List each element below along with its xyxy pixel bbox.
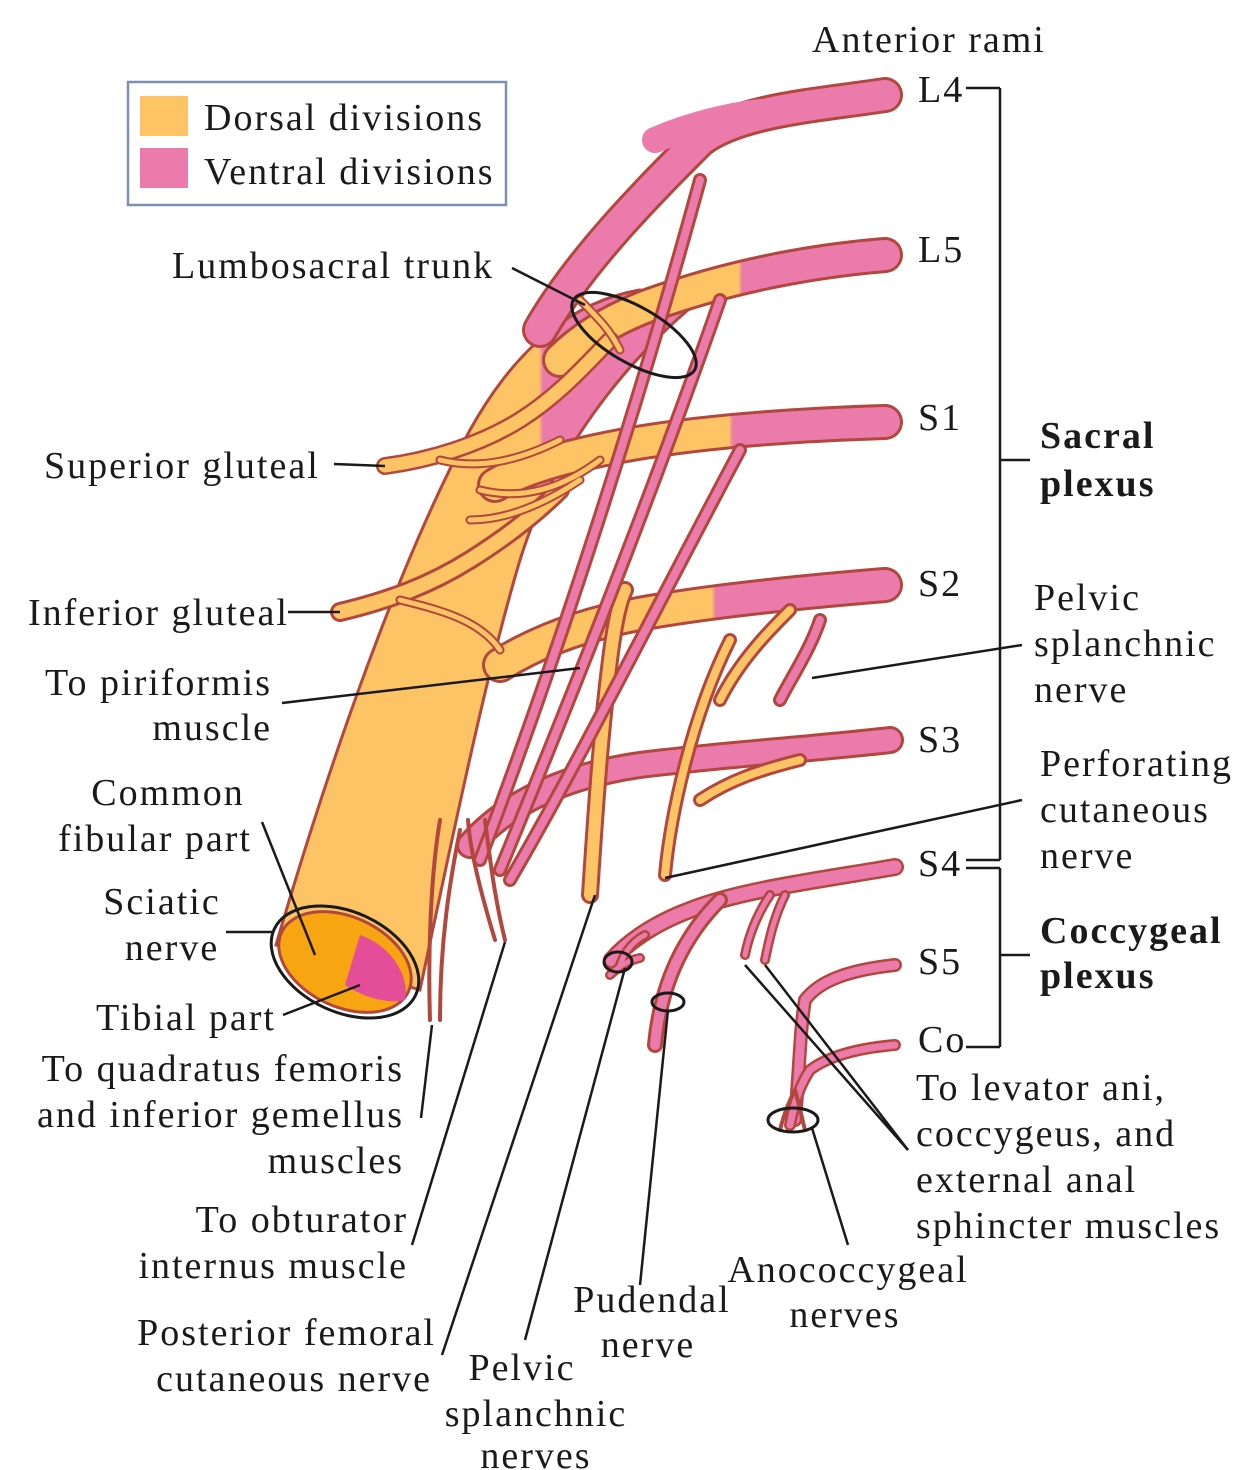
label-common-fibular: fibular part: [58, 818, 252, 860]
label-levator: coccygeus, and: [916, 1113, 1176, 1155]
label-levator: To levator ani,: [916, 1067, 1166, 1109]
group-label-coccygeal: Coccygeal: [1040, 910, 1223, 952]
label-pelvic-splanchnic-nerve: Pelvic: [1034, 577, 1141, 619]
label-pelvic-splanchnic-nerve: nerve: [1034, 669, 1128, 711]
label-pelvic-splanchnic-nerves: splanchnic: [445, 1393, 628, 1435]
label-superior-gluteal: Superior gluteal: [44, 445, 320, 487]
ramus-s4: [612, 867, 895, 960]
legend: Dorsal divisions Ventral divisions: [128, 82, 506, 205]
label-levator: sphincter muscles: [916, 1205, 1221, 1247]
label-quadratus: muscles: [268, 1140, 404, 1182]
label-posterior-femoral: cutaneous nerve: [156, 1358, 432, 1400]
label-quadratus: To quadratus femoris: [42, 1048, 404, 1090]
legend-swatch-ventral: [140, 148, 188, 188]
label-piriformis: muscle: [152, 707, 272, 749]
label-pelvic-splanchnic-nerves: nerves: [480, 1435, 591, 1470]
pelvic-splanchnic-branch-fill: [780, 620, 820, 700]
ramus-label-l5: L5: [918, 229, 964, 271]
label-pelvic-splanchnic-nerve: splanchnic: [1034, 623, 1217, 665]
header-anterior-rami: Anterior rami: [812, 19, 1046, 61]
label-obturator: internus muscle: [138, 1245, 408, 1287]
label-quadratus: and inferior gemellus: [37, 1094, 404, 1136]
label-anococcygeal: nerves: [789, 1294, 900, 1336]
label-piriformis: To piriformis: [45, 662, 272, 704]
label-pudendal: nerve: [601, 1324, 695, 1366]
label-pudendal: Pudendal: [573, 1279, 730, 1321]
legend-label-ventral: Ventral divisions: [204, 151, 494, 193]
legend-label-dorsal: Dorsal divisions: [204, 97, 484, 139]
ramus-label-s1: S1: [918, 397, 962, 439]
group-label-sacral: plexus: [1040, 463, 1155, 505]
label-inferior-gluteal: Inferior gluteal: [28, 592, 289, 634]
ramus-label-co: Co: [918, 1019, 966, 1061]
label-obturator: To obturator: [196, 1199, 408, 1241]
label-levator: external anal: [916, 1159, 1137, 1201]
label-common-fibular: Common: [91, 772, 244, 814]
label-tibial: Tibial part: [96, 997, 276, 1039]
label-sciatic: Sciatic: [103, 881, 220, 923]
brackets: [966, 88, 1030, 1047]
group-label-sacral: Sacral: [1040, 415, 1155, 457]
legend-swatch-dorsal: [140, 96, 188, 136]
label-sciatic: nerve: [125, 927, 219, 969]
label-perforating: cutaneous: [1040, 789, 1210, 831]
ramus-label-l4: L4: [918, 69, 964, 111]
label-perforating: nerve: [1040, 835, 1134, 877]
ramus-label-s5: S5: [918, 941, 962, 983]
label-anococcygeal: Anococcygeal: [727, 1249, 968, 1291]
label-posterior-femoral: Posterior femoral: [137, 1312, 436, 1354]
label-pelvic-splanchnic-nerves: Pelvic: [469, 1347, 576, 1389]
ramus-label-s3: S3: [918, 719, 962, 761]
label-lumbosacral-trunk: Lumbosacral trunk: [172, 245, 494, 287]
ramus-label-s4: S4: [918, 843, 962, 885]
group-label-coccygeal: plexus: [1040, 955, 1155, 997]
label-perforating: Perforating: [1040, 743, 1233, 785]
ramus-label-s2: S2: [918, 563, 962, 605]
